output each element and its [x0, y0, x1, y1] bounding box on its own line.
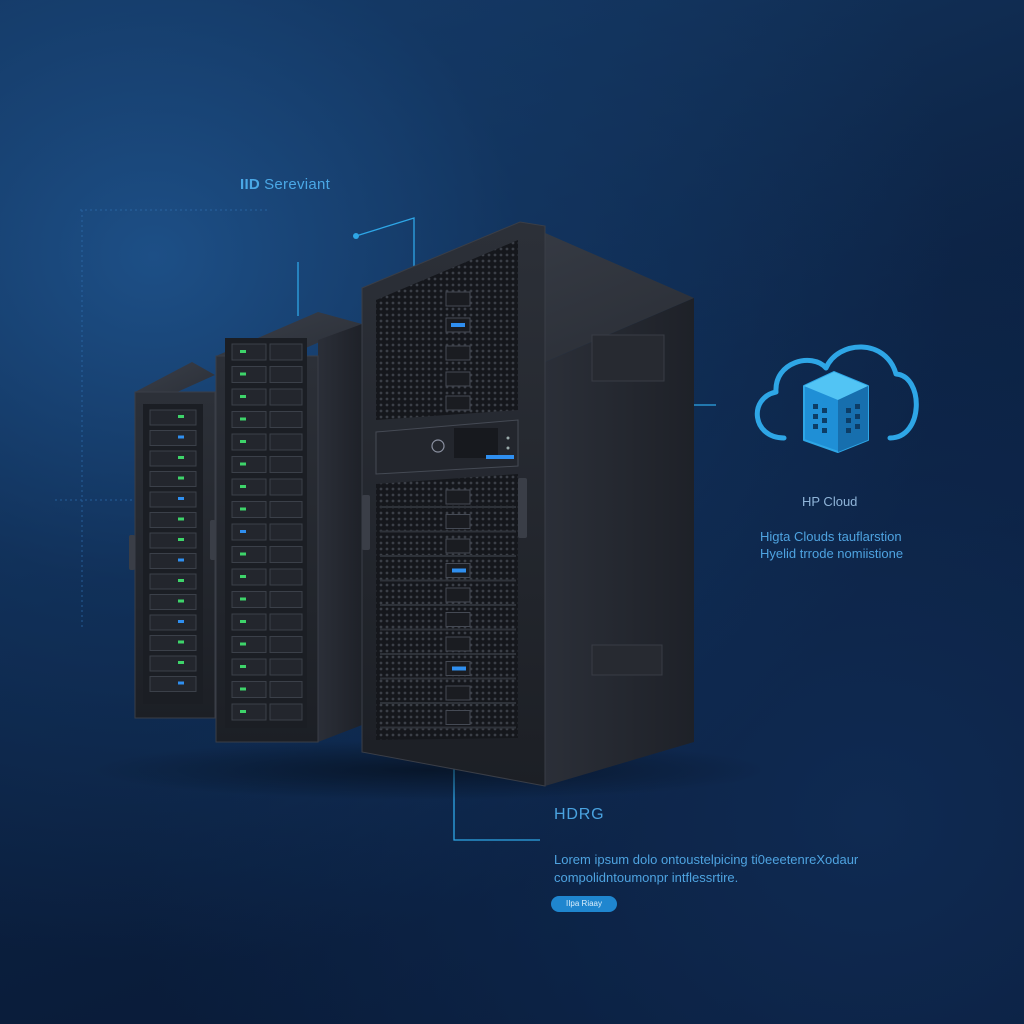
- top-label-text: Sereviant: [264, 176, 331, 193]
- cloud-description: Higta Clouds tauflarstion Hyelid trrode …: [760, 528, 903, 562]
- cloud-description-line: Higta Clouds tauflarstion: [760, 529, 902, 544]
- drive-bays: [445, 291, 471, 411]
- server-rack-middle: [210, 312, 362, 743]
- bottom-description: Lorem ipsum dolo ontoustelpicing ti0eeet…: [554, 851, 858, 887]
- bottom-description-line: compolidntoumonpr intflessrtire.: [554, 870, 739, 885]
- drive-bays: [149, 409, 197, 692]
- drive-bays: [380, 489, 516, 729]
- top-label-brand: IID: [240, 176, 261, 193]
- guide-lines: [55, 209, 270, 630]
- bottom-title: HDRG: [554, 806, 605, 823]
- drive-bays: [231, 343, 303, 721]
- learn-more-button[interactable]: IIpa Riaay: [551, 896, 617, 912]
- cloud-title: HP Cloud: [802, 494, 858, 509]
- bottom-description-line: Lorem ipsum dolo ontoustelpicing ti0eeet…: [554, 852, 859, 867]
- cloud-server-icon: [754, 344, 919, 453]
- cloud-description-line: Hyelid trrode nomiistione: [760, 546, 904, 561]
- server-rack-large: [361, 221, 694, 787]
- server-rack-left: [129, 362, 216, 719]
